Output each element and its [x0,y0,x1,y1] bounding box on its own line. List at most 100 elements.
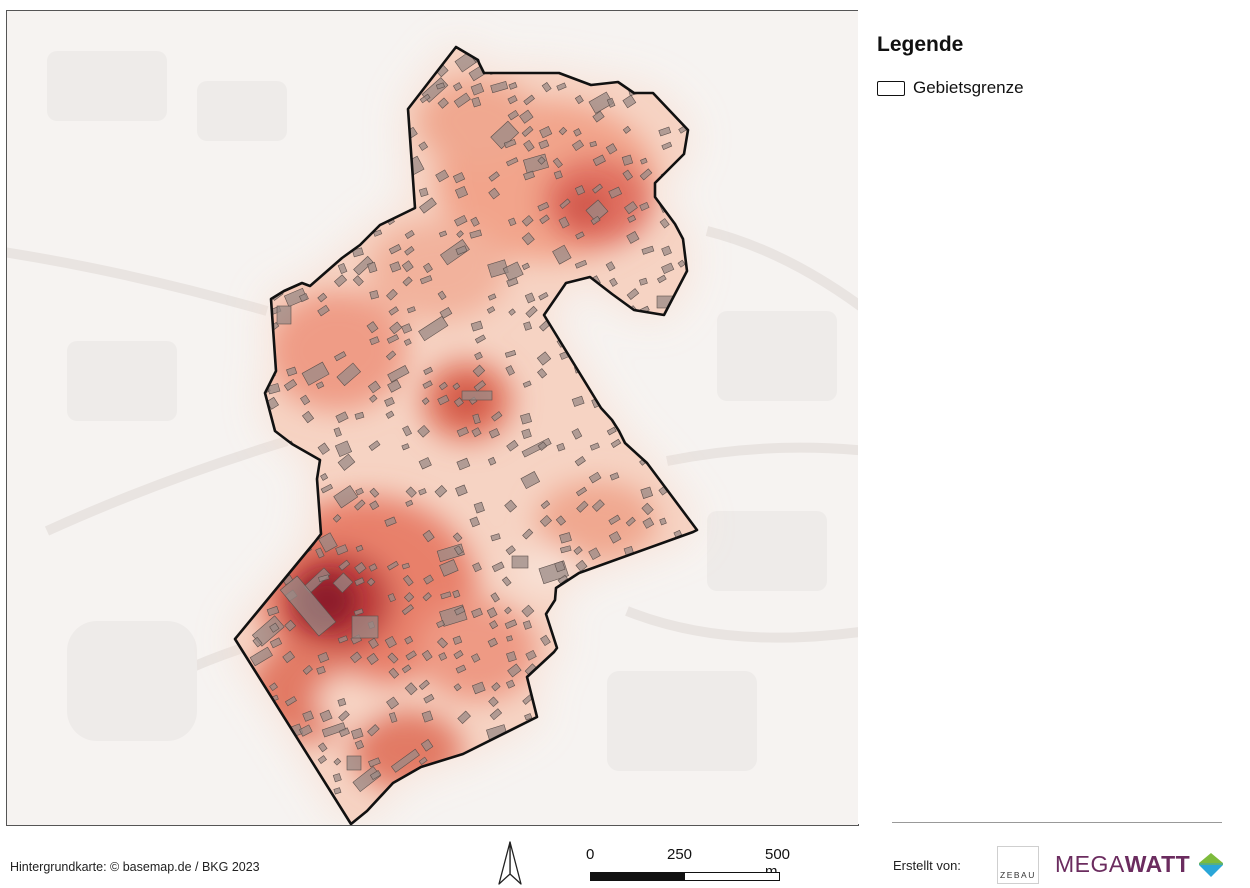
building [558,216,570,229]
building [303,816,311,824]
building [504,606,512,615]
building [508,770,522,784]
building [266,383,281,395]
building [505,365,515,376]
building [573,799,595,821]
building [691,215,697,224]
building [655,560,666,570]
building [453,92,471,108]
building [401,443,410,451]
building [486,607,498,619]
building [302,171,324,184]
building [506,651,517,663]
building [320,473,329,481]
building [555,724,567,737]
building [350,169,360,178]
building [524,292,536,304]
divider [892,822,1222,823]
building [508,308,516,316]
building [537,368,548,379]
building [506,157,519,167]
building [437,394,450,406]
building [332,514,342,523]
building [419,93,431,104]
building [406,306,416,314]
building [504,619,518,630]
building [588,91,614,114]
building [471,607,483,619]
building [588,547,601,561]
building [334,440,353,458]
building [470,216,480,227]
building [452,532,463,543]
building [235,468,244,482]
building [418,457,432,470]
building [386,288,398,301]
building [588,471,602,484]
building [402,276,413,287]
building [588,817,601,824]
building [558,292,569,302]
building [521,215,534,227]
building [472,413,481,425]
building [608,769,619,781]
building [385,350,397,361]
building [471,427,482,438]
building [626,288,640,301]
building [453,397,464,408]
building [454,214,468,227]
building [590,620,603,630]
building [536,351,552,366]
building [691,80,697,90]
building [438,652,448,661]
building [591,499,605,512]
building [588,772,601,783]
building [471,787,482,799]
building [235,269,265,298]
building [235,801,247,812]
building [351,615,379,639]
building [264,798,279,812]
building [350,651,362,664]
legend-item-boundary: Gebietsgrenze [877,78,1024,98]
building [404,229,415,239]
building [337,635,349,644]
building [588,349,599,360]
building [367,52,378,63]
building [386,696,400,710]
map-view[interactable] [6,10,859,826]
building [622,94,637,109]
building [674,588,685,599]
building [539,214,550,225]
building [608,514,621,525]
building [369,487,380,498]
building [554,560,566,573]
building [576,786,586,795]
building [639,201,650,211]
building [333,427,342,438]
building [248,679,261,691]
building [574,94,584,105]
building [388,244,402,255]
building [693,394,697,405]
building [367,724,380,737]
building [389,321,403,335]
building [269,682,278,692]
building [576,738,587,749]
building [558,126,568,136]
building [606,97,616,108]
building [559,198,571,209]
building [556,442,566,452]
scale-tick-250: 250 [667,846,693,863]
building [592,154,606,167]
building [300,111,308,119]
building [388,306,399,316]
building [269,637,283,649]
building [676,172,688,184]
building [437,97,449,109]
building [461,390,493,401]
scale-bar-graphic [590,872,780,881]
building [338,727,350,738]
building [452,382,461,391]
building [453,649,464,660]
